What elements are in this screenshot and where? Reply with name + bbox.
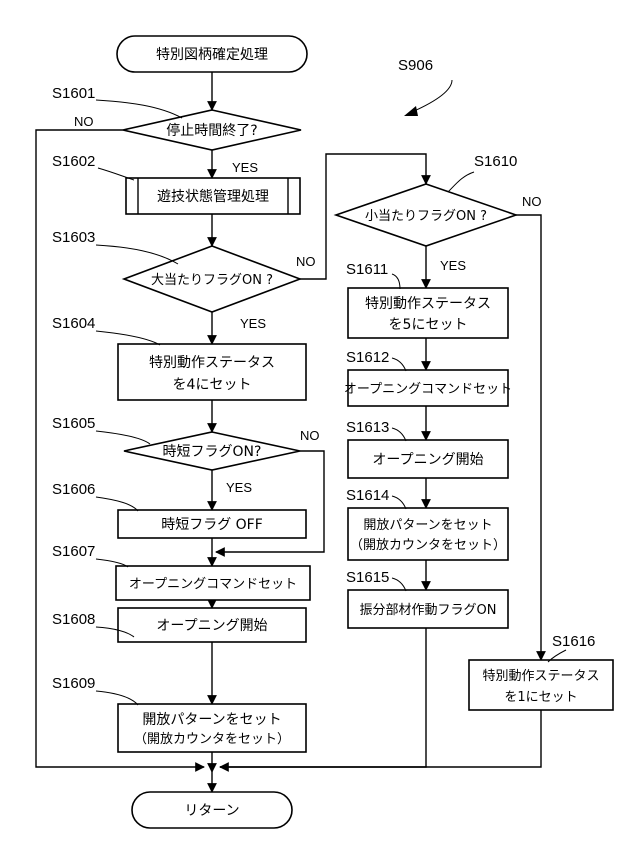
decision-s1610: 小当たりフラグON ? — [336, 184, 516, 246]
label-s1601: S1601 — [52, 85, 95, 102]
label-s1602: S1602 — [52, 153, 95, 170]
process-s1612: オープニングコマンドセット — [344, 370, 512, 406]
process-s1604: 特別動作ステータス を4にセット — [118, 344, 306, 400]
label-s1609: S1609 — [52, 675, 95, 692]
process-s1606: 時短フラグ OFF — [118, 510, 306, 538]
label-s1603: S1603 — [52, 229, 95, 246]
figure-label: S906 — [398, 57, 433, 74]
s1611-line1: 特別動作ステータス — [365, 296, 491, 312]
s1614-line1: 開放パターンをセット — [363, 518, 492, 533]
label-s1608: S1608 — [52, 611, 95, 628]
s1616-line2: を1にセット — [504, 690, 577, 705]
process-s1608: オープニング開始 — [118, 608, 306, 642]
s1613-text: オープニング開始 — [372, 452, 483, 468]
s1610-text: 小当たりフラグON ? — [365, 209, 487, 224]
label-s1611: S1611 — [346, 261, 388, 278]
end-terminal: リターン — [132, 792, 292, 828]
start-label: 特別図柄確定処理 — [156, 47, 268, 63]
s1609-line1: 開放パターンをセット — [142, 712, 281, 728]
process-s1615: 振分部材作動フラグON — [348, 590, 508, 628]
s1607-text: オープニングコマンドセット — [129, 577, 297, 592]
label-s1605: S1605 — [52, 415, 95, 432]
process-s1614: 開放パターンをセット （開放カウンタをセット） — [348, 508, 508, 560]
s1605-text: 時短フラグON? — [163, 444, 262, 460]
start-terminal: 特別図柄確定処理 — [117, 36, 307, 72]
label-s1612: S1612 — [346, 349, 389, 366]
figure-label-group: S906 — [398, 57, 452, 116]
s1605-yes-label: YES — [226, 480, 252, 495]
s1610-yes-label: YES — [440, 258, 466, 273]
s1609-line2: （開放カウンタをセット） — [134, 732, 290, 747]
s1604-line2: を4にセット — [173, 377, 252, 393]
process-s1611: 特別動作ステータス を5にセット — [348, 288, 508, 338]
label-s1615: S1615 — [346, 569, 389, 586]
decision-s1605: 時短フラグON? — [124, 432, 300, 470]
s1606-text: 時短フラグ OFF — [161, 517, 263, 533]
s1601-text: 停止時間終了? — [166, 122, 257, 139]
label-s1610: S1610 — [474, 153, 517, 170]
process-s1616: 特別動作ステータス を1にセット — [469, 660, 613, 710]
decision-s1601: 停止時間終了? — [123, 110, 301, 150]
label-s1604: S1604 — [52, 315, 95, 332]
s1610-no-label: NO — [522, 194, 542, 209]
s1601-yes-label: YES — [232, 160, 258, 175]
label-s1614: S1614 — [346, 487, 389, 504]
process-s1613: オープニング開始 — [348, 440, 508, 478]
figure-label-arrowhead — [404, 106, 418, 116]
process-s1607: オープニングコマンドセット — [116, 566, 310, 600]
s1603-text: 大当たりフラグON ? — [151, 273, 273, 288]
s1616-line1: 特別動作ステータス — [482, 669, 599, 684]
label-s1616: S1616 — [552, 633, 595, 650]
s1612-text: オープニングコマンドセット — [344, 382, 512, 397]
s1611-line2: を5にセット — [389, 317, 468, 333]
label-s1606: S1606 — [52, 481, 95, 498]
s1614-line2: （開放カウンタをセット） — [350, 538, 506, 553]
s1615-text: 振分部材作動フラグON — [360, 603, 497, 618]
s1605-no-label: NO — [300, 428, 320, 443]
label-s1607: S1607 — [52, 543, 95, 560]
process-s1602: 遊技状態管理処理 — [126, 178, 300, 214]
s1603-yes-label: YES — [240, 316, 266, 331]
s1603-no-label: NO — [296, 254, 316, 269]
s1604-line1: 特別動作ステータス — [149, 355, 275, 371]
decision-s1603: 大当たりフラグON ? — [124, 246, 300, 312]
end-label: リターン — [184, 803, 239, 819]
s1601-no-label: NO — [74, 114, 94, 129]
s1602-text: 遊技状態管理処理 — [157, 189, 269, 205]
process-s1609: 開放パターンをセット （開放カウンタをセット） — [118, 704, 306, 752]
s1608-text: オープニング開始 — [156, 618, 267, 634]
label-s1613: S1613 — [346, 419, 389, 436]
arrow-s1610-no — [516, 215, 541, 660]
